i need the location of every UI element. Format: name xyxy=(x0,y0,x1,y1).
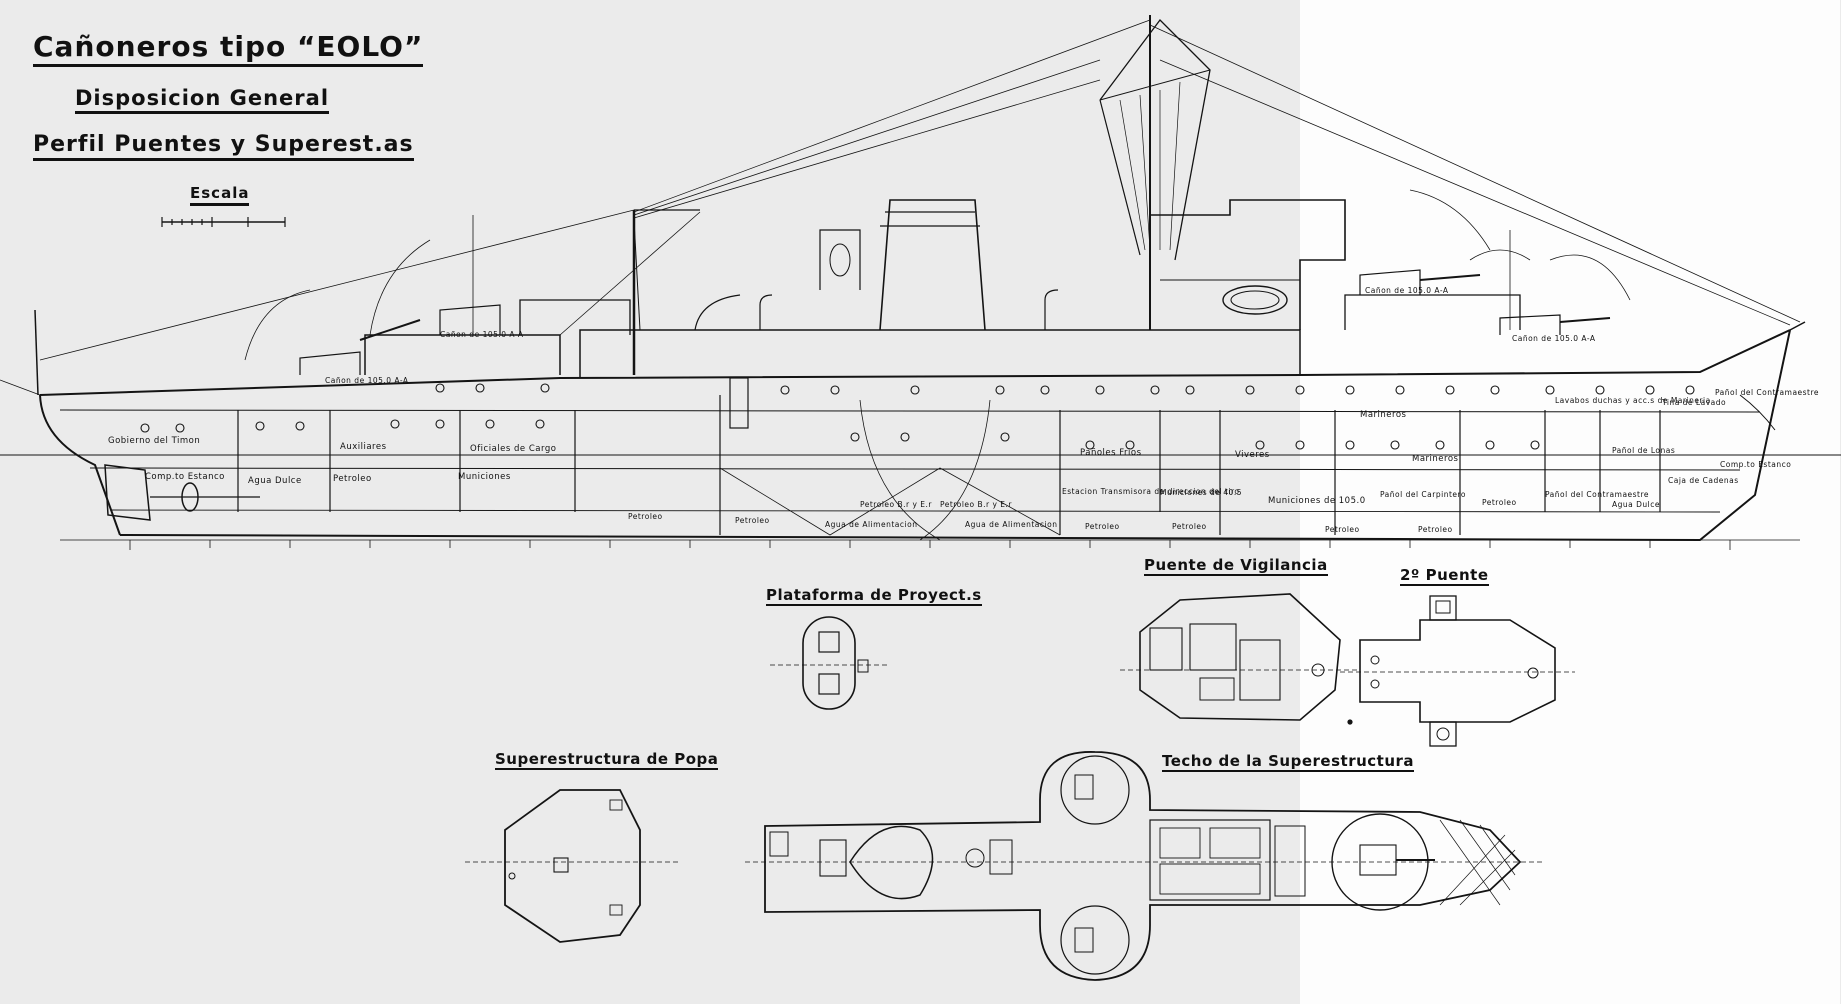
label-canon-proa-1: Cañon de 105.0 A-A xyxy=(1365,286,1449,295)
label-petroleo-fondo-4: Petroleo xyxy=(1172,522,1207,531)
label-petroleo-popa: Petroleo xyxy=(333,474,372,484)
label-petroleo-proa: Petroleo xyxy=(1482,498,1517,507)
frame-ticks xyxy=(129,540,1731,550)
right-fold-panel xyxy=(1300,0,1840,1004)
label-auxiliares: Auxiliares xyxy=(340,442,387,452)
label-petroleo-bc-2: Petroleo B.r y E.r xyxy=(940,500,1013,509)
label-canon-popa-1: Cañon de 105.0 A-A xyxy=(440,330,524,339)
label-panol-contramaestre-2: Pañol del Contramaestre xyxy=(1545,490,1650,499)
label-lavabos: Lavabos duchas y acc.s de Marineria xyxy=(1555,396,1711,405)
label-panoles-frios: Pañoles Frios xyxy=(1080,448,1142,458)
label-petroleo-fondo-6: Petroleo xyxy=(1418,525,1453,534)
label-marineros-2: Marineros xyxy=(1412,454,1459,464)
label-agua-alimentacion-2: Agua de Alimentacion xyxy=(965,520,1058,529)
label-tinta: Tina de Lavado xyxy=(1662,398,1727,407)
drawing-subtitle-profile: Perfil Puentes y Superest.as xyxy=(33,132,414,161)
projector-platform-plan xyxy=(770,616,890,710)
label-agua-dulce-popa: Agua Dulce xyxy=(248,476,302,486)
label-estacion: Estacion Transmisora de direccion del ti… xyxy=(1062,487,1240,496)
superstructure-roof-plan xyxy=(745,751,1545,981)
label-agua-dulce-proa: Agua Dulce xyxy=(1612,500,1660,509)
label-viveres: Viveres xyxy=(1235,450,1270,460)
label-panol-lonas: Pañol de Lonas xyxy=(1612,446,1676,455)
label-comp-estanco-popa: Comp.to Estanco xyxy=(145,472,225,482)
rigging xyxy=(0,19,1801,396)
projector-platform-heading: Plataforma de Proyect.s xyxy=(766,586,982,606)
label-municiones-105: Municiones de 105.0 xyxy=(1268,496,1366,506)
superstructure xyxy=(299,15,1611,429)
portholes xyxy=(140,383,1695,450)
label-canon-proa-2: Cañon de 105.0 A-A xyxy=(1512,334,1596,343)
label-municiones-popa: Municiones xyxy=(458,472,511,482)
label-petroleo-bc-1: Petroleo B.r y E.r xyxy=(860,500,933,509)
label-caja-cadenas: Caja de Cadenas xyxy=(1668,476,1739,485)
label-panol-contramaestre: Pañol del Contramaestre xyxy=(1715,388,1820,397)
label-gobierno: Gobierno del Timon xyxy=(108,436,201,446)
label-oficiales: Oficiales de Cargo xyxy=(470,444,557,454)
aft-superstructure-heading: Superestructura de Popa xyxy=(495,750,719,770)
scale-label: Escala xyxy=(190,184,250,206)
label-agua-alimentacion-1: Agua de Alimentacion xyxy=(825,520,918,529)
label-municiones-40: Municiones de 40.5 xyxy=(1160,488,1242,497)
label-petroleo-fondo-3: Petroleo xyxy=(1085,522,1120,531)
label-petroleo-fondo-5: Petroleo xyxy=(1325,525,1360,534)
second-bridge-heading: 2º Puente xyxy=(1400,566,1489,586)
label-petroleo-fondo-1: Petroleo xyxy=(628,512,663,521)
drawing-title: Cañoneros tipo “EOLO” xyxy=(33,30,424,67)
label-petroleo-fondo-2: Petroleo xyxy=(735,516,770,525)
second-bridge-plan xyxy=(1340,595,1575,747)
lookout-bridge-heading: Puente de Vigilancia xyxy=(1144,556,1328,576)
aft-superstructure-plan xyxy=(465,789,680,943)
label-panol-carpintero: Pañol del Carpintero xyxy=(1380,490,1467,499)
roof-heading: Techo de la Superestructura xyxy=(1162,752,1415,772)
lookout-bridge-plan xyxy=(1120,593,1360,725)
label-comp-estanco-proa: Comp.to Estanco xyxy=(1720,460,1792,469)
drawing-subtitle-general: Disposicion General xyxy=(75,86,330,114)
scale-bar xyxy=(161,217,286,227)
label-canon-popa-2: Cañon de 105.0 A-A xyxy=(325,376,409,385)
label-marineros-1: Marineros xyxy=(1360,410,1407,420)
